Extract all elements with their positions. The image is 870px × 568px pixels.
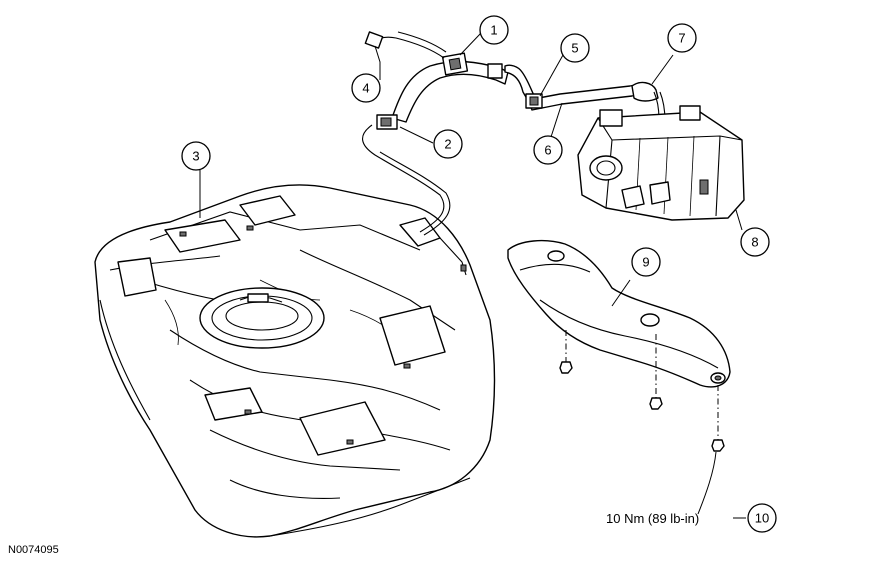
callout-9: 9 bbox=[631, 247, 661, 277]
callout-8: 8 bbox=[740, 227, 770, 257]
svg-text:7: 7 bbox=[678, 31, 685, 46]
fastener-lines bbox=[559, 330, 725, 452]
fuel-vapor-hose-assembly bbox=[364, 31, 537, 130]
torque-spec-label: 10 Nm (89 lb-in) bbox=[606, 511, 699, 526]
evap-canister bbox=[577, 105, 745, 221]
leader-lines bbox=[199, 32, 744, 519]
svg-text:5: 5 bbox=[571, 41, 578, 56]
svg-text:3: 3 bbox=[192, 149, 199, 164]
svg-text:2: 2 bbox=[444, 137, 451, 152]
fuel-tank bbox=[94, 184, 496, 538]
vapor-tube bbox=[362, 124, 445, 233]
callout-2: 2 bbox=[433, 129, 463, 159]
callout-1: 1 bbox=[479, 15, 509, 45]
svg-text:4: 4 bbox=[362, 81, 369, 96]
svg-text:10: 10 bbox=[755, 511, 769, 526]
callout-4: 4 bbox=[351, 73, 381, 103]
svg-text:6: 6 bbox=[544, 143, 551, 158]
callout-5: 5 bbox=[560, 33, 590, 63]
callout-10: 10 bbox=[747, 503, 777, 533]
callout-6: 6 bbox=[533, 135, 563, 165]
svg-text:9: 9 bbox=[642, 255, 649, 270]
svg-text:8: 8 bbox=[751, 235, 758, 250]
callout-7: 7 bbox=[667, 23, 697, 53]
heat-shield bbox=[507, 239, 731, 388]
svg-text:1: 1 bbox=[490, 23, 497, 38]
figure-id: N0074095 bbox=[8, 544, 59, 556]
callout-3: 3 bbox=[181, 141, 211, 171]
